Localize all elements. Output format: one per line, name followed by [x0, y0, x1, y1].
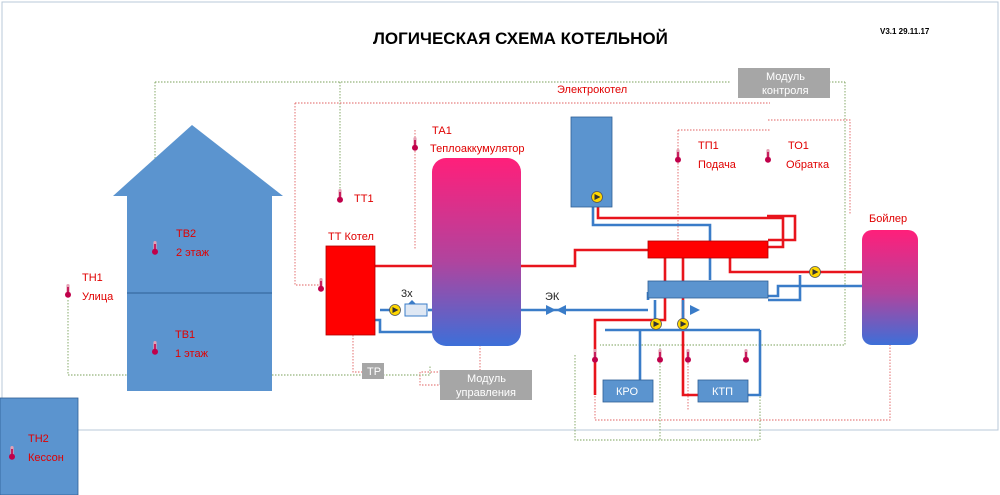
thermometer-icon-ktp-supply	[685, 349, 691, 363]
electric-boiler	[570, 116, 613, 208]
outer-frame	[1, 1, 999, 431]
pump-icon-tt	[389, 304, 401, 316]
pump-icon-ktp	[677, 318, 689, 330]
tt-boiler-label: ТТ Котел	[328, 231, 374, 243]
management-module-box	[440, 370, 532, 400]
sensor-to1-code: ТО1	[788, 140, 809, 152]
electric-boiler-label: Электрокотел	[557, 84, 627, 96]
kesson-box	[0, 397, 79, 495]
sensor-tv2-desc: 2 этаж	[176, 247, 210, 259]
sensor-tp1-code: ТП1	[698, 140, 719, 152]
sensor-tn1-code: ТН1	[82, 272, 103, 284]
pump-icon-electric	[591, 191, 603, 203]
thermometer-icon-kro-supply	[592, 349, 598, 363]
kro-label: КРО	[616, 386, 639, 398]
three-way-valve	[404, 300, 428, 317]
water-boiler-label: Бойлер	[869, 213, 907, 225]
thermometer-icon-kro-return	[657, 349, 663, 363]
kro-box	[602, 379, 654, 403]
sensor-tv1-code: ТВ1	[175, 329, 195, 341]
thermometer-icon-ta1	[412, 137, 418, 151]
ktp-label: КТП	[712, 386, 733, 398]
sensor-tp1-desc: Подача	[698, 159, 737, 171]
management-module-line2: управления	[456, 387, 516, 399]
sensor-tn2-code: ТН2	[28, 433, 49, 445]
sensor-ta1-desc: Теплоаккумулятор	[430, 143, 525, 155]
thermometer-icon-to1	[765, 149, 771, 163]
page-title: ЛОГИЧЕСКАЯ СХЕМА КОТЕЛЬНОЙ	[373, 29, 668, 48]
sensor-tv2-code: ТВ2	[176, 228, 196, 240]
collector-valve-icon	[690, 305, 700, 315]
control-module-box	[738, 68, 830, 98]
control-module-line2: контроля	[762, 85, 809, 97]
tr-label: ТР	[367, 366, 381, 378]
thermometer-icon-tn1	[65, 284, 71, 298]
water-boiler	[862, 230, 918, 345]
cold-collector	[647, 280, 769, 299]
thermometer-icon-tt1	[337, 189, 343, 203]
sensor-tn1-desc: Улица	[82, 291, 114, 303]
sensor-tn2-desc: Кессон	[28, 452, 64, 464]
house	[113, 125, 283, 391]
thermometer-icon-ktp-return	[743, 349, 749, 363]
sensor-tv1-desc: 1 этаж	[175, 348, 209, 360]
version-label: V3.1 29.11.17	[880, 27, 930, 36]
management-module-line1: Модуль	[467, 373, 506, 385]
hot-collector	[647, 240, 769, 259]
pump-icon-boiler	[809, 266, 821, 278]
check-valve-label: ЭК	[545, 291, 560, 303]
thermometer-icon-tt-kotel	[318, 278, 324, 292]
sensor-ta1-code: ТА1	[432, 125, 452, 137]
ktp-box	[697, 379, 749, 403]
tt-boiler	[325, 245, 376, 336]
thermometer-icon-tp1	[675, 149, 681, 163]
tr-box	[362, 363, 384, 379]
sensor-to1-desc: Обратка	[786, 159, 830, 171]
three-way-valve-label: 3х	[401, 288, 413, 300]
check-valve-ek	[546, 305, 566, 315]
control-module-line1: Модуль	[766, 71, 805, 83]
heat-accumulator	[432, 158, 521, 346]
sensor-tt1-code: ТТ1	[354, 193, 374, 205]
pump-icon-kro	[650, 318, 662, 330]
